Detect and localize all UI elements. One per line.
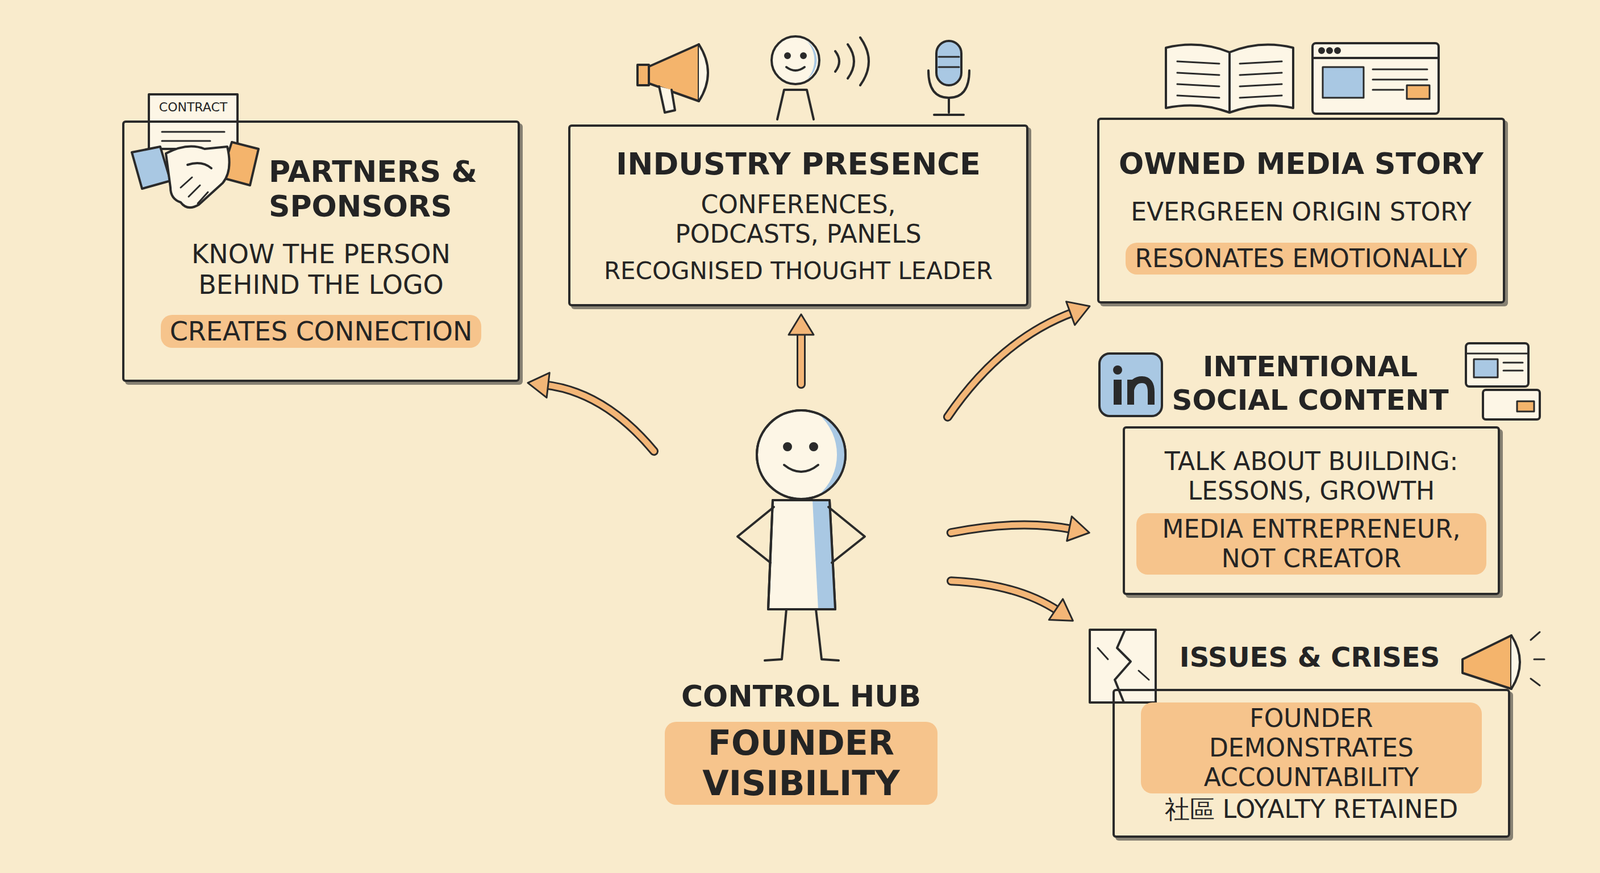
highlight-text: FOUNDER VISIBILITY — [664, 721, 938, 805]
node-body: CONFERENCES, PODCASTS, PANELS — [650, 189, 947, 249]
arrowhead — [1065, 301, 1090, 325]
node-heading: ISSUES & CRISES — [1164, 625, 1455, 689]
node-heading: INTENTIONAL SOCIAL CONTENT — [1168, 340, 1453, 427]
microphone-icon — [928, 40, 970, 115]
arrowhead — [527, 372, 550, 398]
megaphone-icon — [1462, 631, 1545, 689]
node-heading: INDUSTRY PRESENCE — [615, 146, 981, 183]
issues-box: ISSUES & CRISESFOUNDER DEMONSTRATES ACCO… — [1079, 625, 1535, 838]
control-hub: CONTROL HUB FOUNDER VISIBILITY — [659, 392, 944, 805]
arrow-body — [951, 580, 1059, 611]
linkedin-icon — [1099, 353, 1162, 416]
highlight-text: CREATES CONNECTION — [160, 314, 482, 348]
curved-arrow — [527, 372, 654, 452]
highlight-text: RESONATES EMOTIONALLY — [1125, 242, 1477, 275]
curved-arrow — [947, 301, 1090, 418]
contract-label: CONTRACT — [151, 100, 236, 115]
speaker-icon — [771, 36, 869, 120]
content-frame: TALK ABOUT BUILDING: LESSONS, GROWTH MEDI… — [1122, 426, 1500, 595]
megaphone-icon — [637, 44, 708, 113]
social-content-box: INTENTIONAL SOCIAL CONTENTTALK ABOUT BUI… — [1097, 340, 1531, 595]
arrow-outline — [951, 580, 1059, 611]
node-heading: CONTROL HUB — [681, 678, 922, 714]
arrow-body — [798, 331, 804, 385]
content-frame: FOUNDER DEMONSTRATES ACCOUNTABILITY社區 LO… — [1112, 688, 1511, 838]
broken-frame-icon — [1089, 629, 1156, 703]
arrow-body — [544, 384, 654, 452]
industry-box: INDUSTRY PRESENCE CONFERENCES, PODCASTS, … — [568, 124, 1029, 307]
node-heading: OWNED MEDIA STORY — [1118, 146, 1484, 182]
browser-icon — [1465, 343, 1540, 420]
arrowhead — [1067, 516, 1090, 541]
browser-icon — [1312, 43, 1439, 114]
arrowhead — [788, 314, 814, 335]
arrow-body — [947, 311, 1074, 417]
node-body: TALK ABOUT BUILDING: LESSONS, GROWTH — [1140, 446, 1482, 506]
curved-arrow — [951, 516, 1090, 541]
node-body: EVERGREEN ORIGIN STORY — [1130, 197, 1472, 227]
node-heading: PARTNERS & SPONSORS — [268, 154, 504, 225]
arrow-outline — [947, 311, 1074, 417]
book-icon — [1165, 44, 1294, 113]
arrowhead — [1048, 598, 1073, 621]
stick-figure — [737, 410, 865, 661]
arrow-outline — [796, 331, 806, 385]
partners-box: PARTNERS & SPONSORS KNOW THE PERSON BEHIN… — [122, 120, 520, 382]
arrow-body — [951, 524, 1073, 533]
arrow-outline — [544, 384, 654, 452]
node-body: RECOGNISED THOUGHT LEADER — [603, 256, 993, 286]
owned-media-box: OWNED MEDIA STORY EVERGREEN ORIGIN STORY R… — [1097, 117, 1506, 304]
highlight-text: FOUNDER DEMONSTRATES ACCOUNTABILITY — [1140, 702, 1482, 794]
arrow-outline — [951, 524, 1073, 533]
curved-arrow — [788, 314, 814, 385]
curved-arrow — [951, 580, 1073, 621]
highlight-text: MEDIA ENTREPRENEUR, NOT CREATOR — [1136, 513, 1487, 575]
node-body: KNOW THE PERSON BEHIND THE LOGO — [178, 238, 464, 301]
handshake-icon — [131, 142, 259, 208]
node-body: 社區 LOYALTY RETAINED — [1164, 794, 1458, 824]
